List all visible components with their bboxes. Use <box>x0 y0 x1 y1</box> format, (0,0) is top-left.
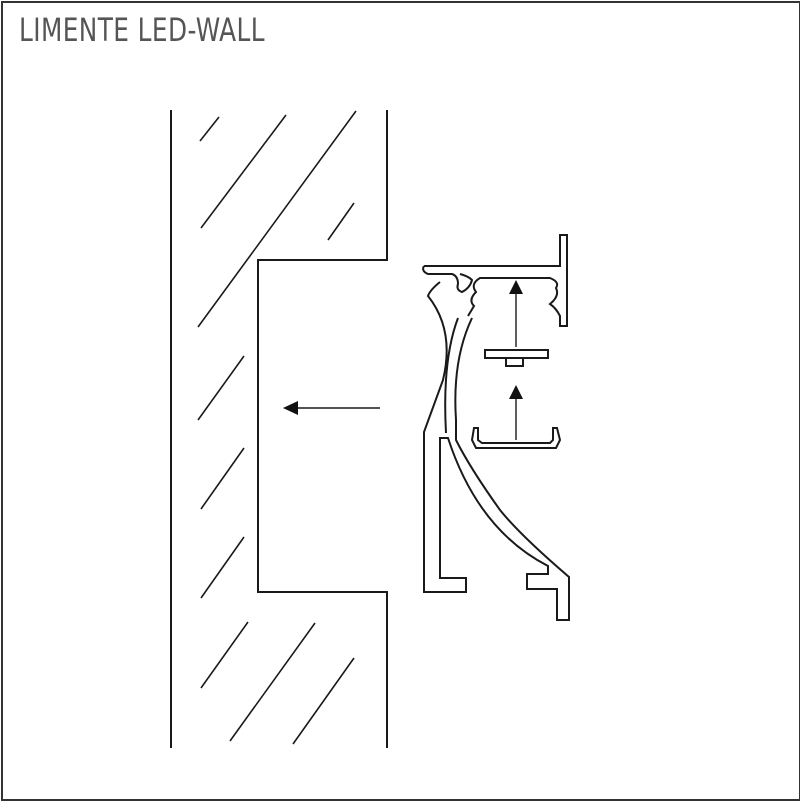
hatch-line <box>292 657 355 745</box>
hatch-line <box>197 355 245 421</box>
hatch-line <box>200 536 245 599</box>
arrow-up-icon <box>509 385 523 399</box>
hatch-line <box>200 621 249 689</box>
hatch-line <box>199 116 220 142</box>
hatch-line <box>327 202 355 241</box>
page-title: LIMENTE LED-WALL <box>19 11 265 49</box>
arrow-up-icon <box>509 280 523 294</box>
diffuser-profile <box>470 427 562 449</box>
wall-hatching <box>197 110 357 745</box>
led-chip <box>505 357 524 367</box>
assembly-arrows <box>509 280 523 440</box>
hatch-line <box>197 110 357 328</box>
profile-hook <box>422 265 474 294</box>
led-strip-module <box>484 349 549 367</box>
hatch-line <box>200 114 287 229</box>
wall-section <box>170 110 388 748</box>
diffuser-channel <box>470 427 562 449</box>
profile-inner-curve <box>444 317 459 434</box>
wall-recess-outline <box>257 110 388 748</box>
led-strip-board <box>484 349 549 359</box>
profile-top-rail <box>424 234 568 327</box>
arrow-left-icon <box>283 401 298 415</box>
hatch-line <box>200 447 245 510</box>
insert-arrow <box>283 401 380 415</box>
profile-body <box>423 281 570 621</box>
hatch-line <box>229 622 316 742</box>
led-profile <box>422 234 570 621</box>
